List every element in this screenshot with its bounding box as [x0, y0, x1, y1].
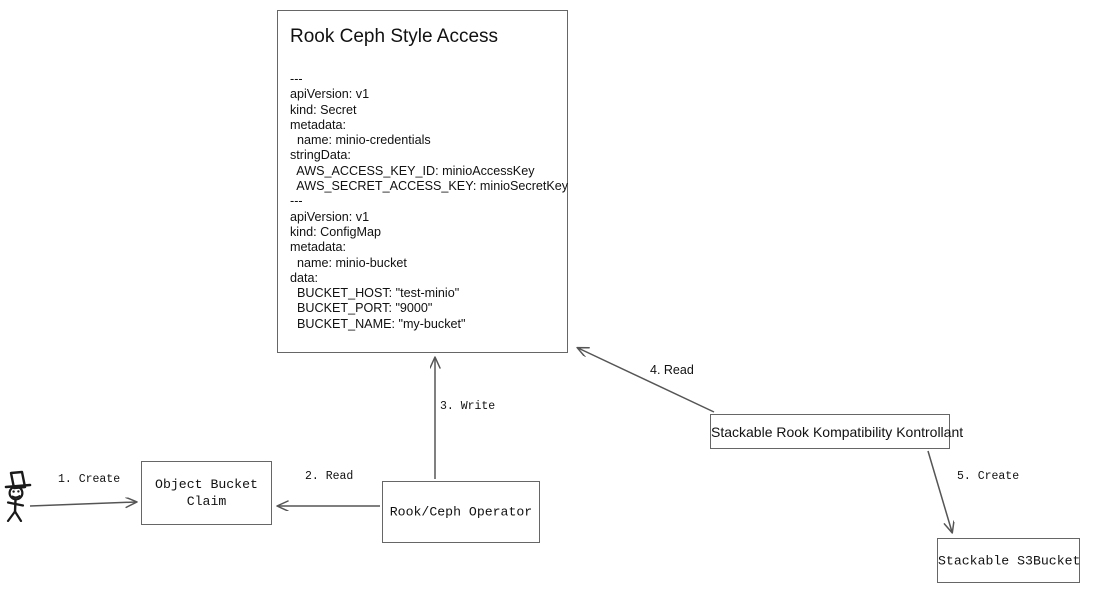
node-rook-ceph-operator: Rook/Ceph Operator — [382, 481, 540, 543]
edge-label-1-create: 1. Create — [58, 473, 121, 486]
node-label: Stackable Rook Kompatibility Kontrollant — [711, 423, 964, 440]
edge-label-3-write: 3. Write — [440, 400, 496, 413]
node-stackable-rook-kompatibility-kontrollant: Stackable Rook Kompatibility Kontrollant — [710, 414, 964, 449]
card-title: Rook Ceph Style Access — [290, 26, 499, 47]
edge-label-4-read: 4. Read — [650, 363, 694, 377]
rook-ceph-style-access-card: Rook Ceph Style Access --- apiVersion: v… — [277, 10, 568, 353]
node-label: Rook/Ceph Operator — [389, 504, 533, 520]
edge-1-create — [29, 502, 136, 506]
stick-figure-with-top-hat-icon — [4, 470, 32, 522]
edge-4-read — [578, 348, 715, 413]
node-label: Stackable S3Bucket — [938, 553, 1081, 568]
edge-5-create — [927, 450, 952, 532]
node-stackable-s3bucket: Stackable S3Bucket — [937, 538, 1080, 583]
node-object-bucket-claim: Object Bucket Claim — [141, 461, 272, 525]
card-yaml-body: --- apiVersion: v1 kind: Secret metadata… — [290, 72, 569, 331]
edge-label-5-create: 5. Create — [957, 470, 1020, 483]
edge-label-2-read: 2. Read — [305, 470, 354, 483]
node-label: Object Bucket Claim — [155, 477, 258, 509]
